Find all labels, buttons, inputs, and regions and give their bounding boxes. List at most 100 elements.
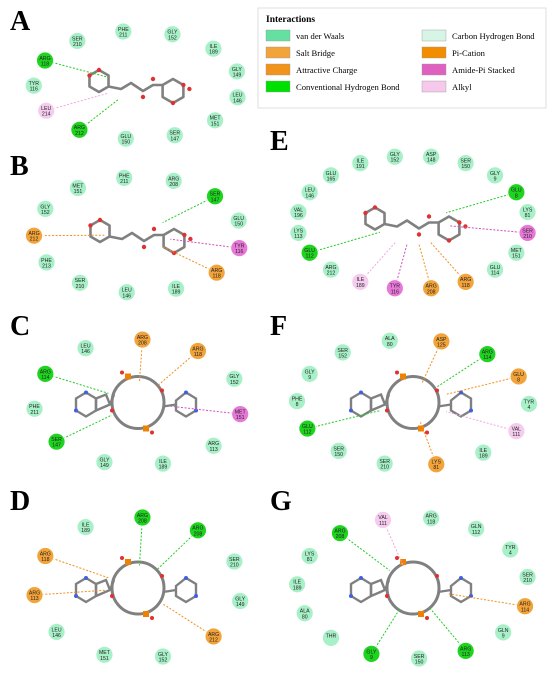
residue-name: ARG xyxy=(74,125,85,131)
residue-disc xyxy=(68,32,87,50)
residue-number: 189 xyxy=(479,454,488,460)
residue-name: THR xyxy=(326,633,337,639)
oxygen-atom xyxy=(160,574,164,578)
residue-number: 114 xyxy=(491,271,499,277)
residue-number: 212 xyxy=(75,131,84,137)
legend-swatch xyxy=(265,80,291,93)
residue-number: 114 xyxy=(521,607,529,613)
residue-name: ILE xyxy=(356,277,364,283)
residue-disc xyxy=(47,432,66,451)
residue-name: SER xyxy=(414,654,425,660)
oxygen-atom xyxy=(110,594,114,598)
legend-swatch xyxy=(421,29,447,42)
residue-name: SER xyxy=(333,446,344,452)
residue-name: SER xyxy=(522,228,533,234)
residue-disc xyxy=(36,364,55,383)
residue-number: 189 xyxy=(209,50,218,56)
macrocycle-ring xyxy=(385,375,441,430)
residue-name: MET xyxy=(99,650,111,656)
residue-number: 208 xyxy=(138,519,147,525)
residue-number: 213 xyxy=(42,263,51,269)
oxygen-atom xyxy=(182,232,187,238)
residue-disc xyxy=(229,211,248,230)
residue-number: 113 xyxy=(294,234,302,240)
interaction-line xyxy=(448,593,526,607)
residue-name: GLY xyxy=(305,369,316,375)
residue-disc xyxy=(206,111,224,130)
residue-number: 116 xyxy=(30,87,38,93)
residue-number: 114 xyxy=(41,375,49,381)
oxygen-atom xyxy=(120,556,124,560)
residue-number: 196 xyxy=(294,213,303,219)
residue-disc xyxy=(295,604,314,623)
residue-name: ARG xyxy=(460,646,471,652)
interaction-line xyxy=(445,191,517,214)
interaction-line xyxy=(156,529,199,570)
residue-name: TYR xyxy=(29,81,40,87)
residue-name: VAL xyxy=(378,515,388,521)
phosphate-group xyxy=(143,611,149,617)
residue-number: 118 xyxy=(41,61,49,67)
left-base-ring xyxy=(349,391,373,418)
residue-disc xyxy=(71,273,89,292)
oxygen-atom xyxy=(88,223,93,228)
interaction-line xyxy=(46,92,109,112)
interaction-lines xyxy=(307,341,519,465)
legend-label: Pi-Cation xyxy=(452,48,486,58)
residue-name: VAL xyxy=(512,427,522,433)
panel-letter: D xyxy=(10,486,30,517)
oxygen-atom xyxy=(187,86,192,92)
interaction-line xyxy=(156,350,199,387)
residue-disc xyxy=(206,187,224,206)
residue-number: 189 xyxy=(172,290,181,296)
residue-name: GLN xyxy=(498,628,509,634)
residue-name: GLY xyxy=(490,171,501,177)
legend-label: van der Waals xyxy=(296,31,345,41)
panel-letter: C xyxy=(10,311,30,342)
ligand-molecule xyxy=(349,370,473,435)
residue-number: 113 xyxy=(209,447,217,453)
residue-disc xyxy=(331,524,349,543)
residue-name: SER xyxy=(337,348,348,354)
interaction-line xyxy=(162,246,217,274)
residue-number: 152 xyxy=(168,35,177,41)
residue-disc xyxy=(163,25,182,44)
residue-name: GLY xyxy=(235,596,246,602)
residue-number: 112 xyxy=(303,430,311,436)
right-glycosidic-bond xyxy=(162,403,177,408)
residue-name: SER xyxy=(51,437,62,443)
residue-disc xyxy=(374,510,392,529)
residue-number: 146 xyxy=(52,633,61,639)
residue-disc xyxy=(385,147,404,166)
residue-disc xyxy=(165,126,184,145)
residue-name: GLY xyxy=(229,374,240,380)
residue-number: 113 xyxy=(30,596,38,602)
residue-number: 208 xyxy=(194,531,203,537)
nitrogen-atom xyxy=(84,576,88,580)
residue-disc xyxy=(204,627,223,646)
residue-name: LYS xyxy=(432,460,442,466)
residue-number: 149 xyxy=(236,602,245,608)
residue-number: 211 xyxy=(30,410,38,416)
